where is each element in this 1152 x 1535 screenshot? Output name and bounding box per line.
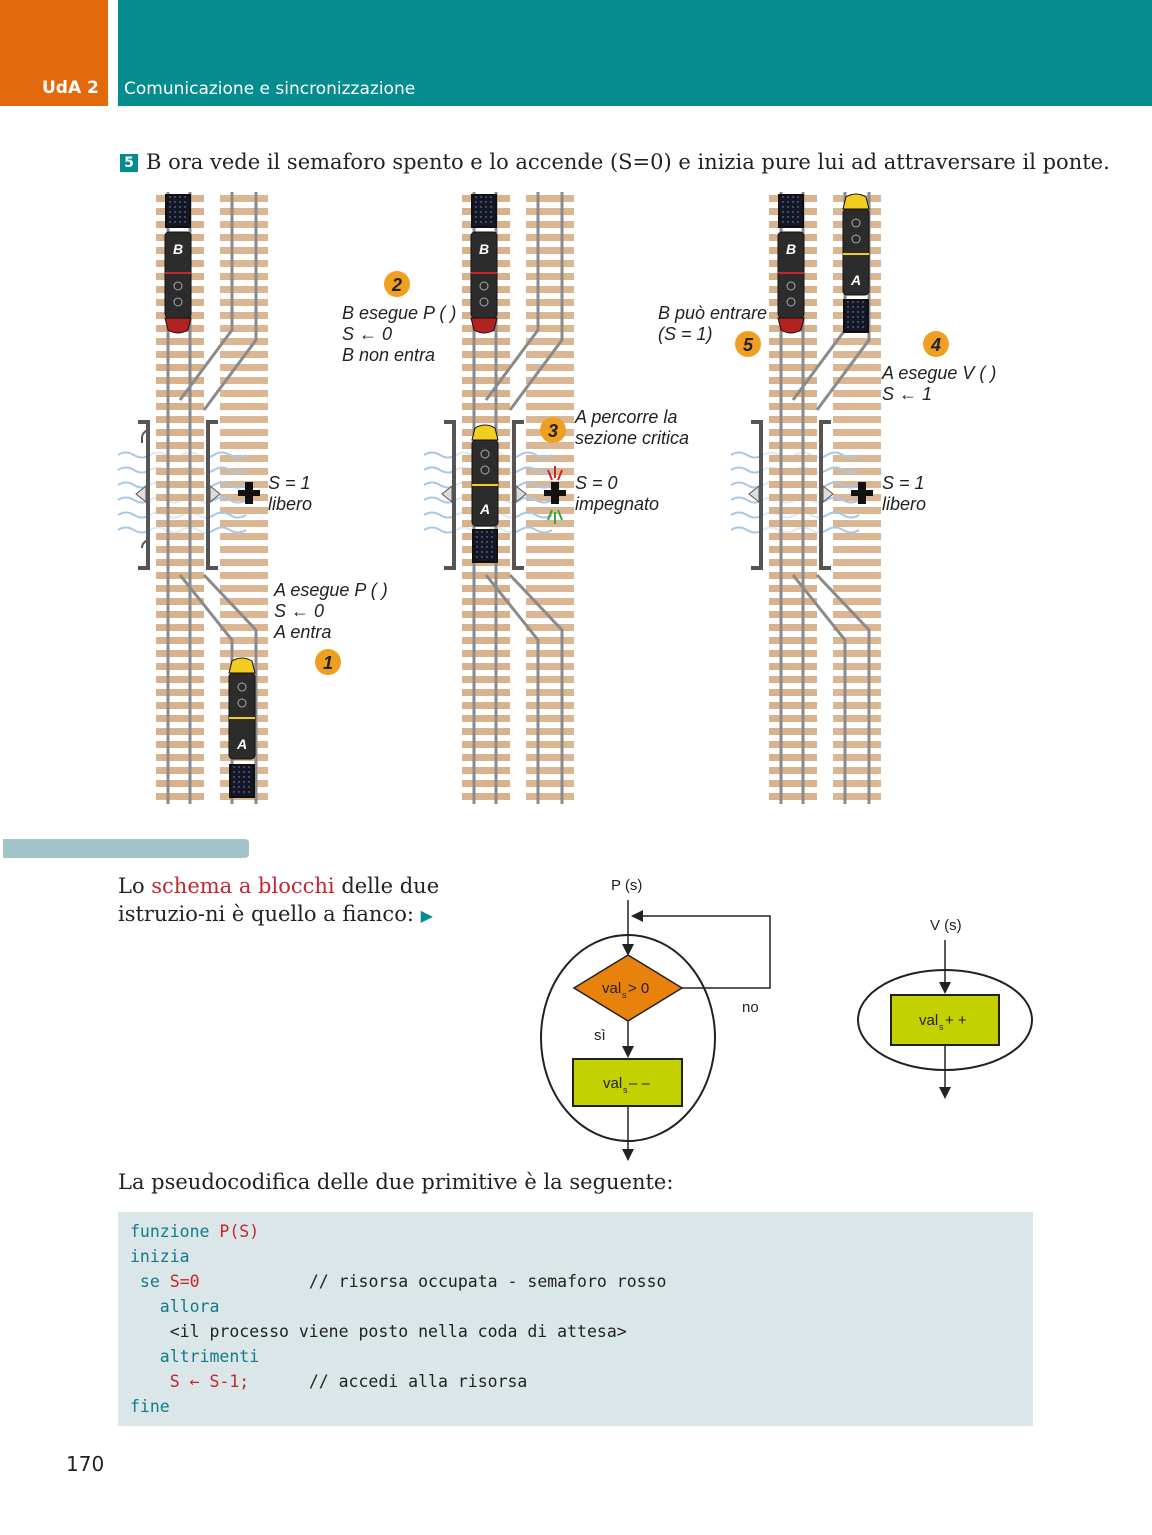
header-unit-block (0, 0, 108, 106)
panel-3-a-note-2: S ← 1 (882, 384, 932, 404)
para-text-end: delle due istruzio-ni è quello a fianco: (118, 874, 440, 926)
step-number-badge: 5 (120, 154, 138, 172)
code-line-6: altrimenti (130, 1347, 260, 1366)
train-a-label: A (236, 736, 247, 752)
badge-3: 3 (548, 421, 558, 441)
panel-1-note-1: A esegue P ( ) (273, 580, 388, 600)
action-main: val (603, 1075, 622, 1092)
semaphore-2-value: S = 0 (575, 473, 618, 493)
semaphore-1-value: S = 1 (268, 473, 311, 493)
chapter-title: Comunicazione e sincronizzazione (124, 79, 416, 99)
v-action-main: val (919, 1012, 938, 1029)
badge-4: 4 (930, 335, 941, 355)
code-line-3: se S=0 // risorsa occupata - semaforo ro… (130, 1272, 667, 1291)
train-a-label-2: A (479, 501, 490, 517)
semaphore-2 (544, 466, 566, 524)
panel-2-critical-2: sezione critica (575, 428, 689, 448)
panel-1-note-2: S ← 0 (274, 601, 324, 621)
panel-1-note-3: A entra (273, 622, 331, 642)
action-rest: – – (629, 1075, 651, 1092)
railway-semaphore-figure: B A S = 1 libero A esegue P ( ) S ← 0 A … (117, 192, 996, 804)
code-line-5: <il processo viene posto nella coda di a… (130, 1322, 627, 1341)
panel-3-b-note-2: (S = 1) (658, 324, 713, 344)
unit-label: UdA 2 (42, 78, 99, 98)
panel-3: B A B può entrare (S = 1) 5 4 A esegue V… (658, 192, 996, 804)
condition-main: val (602, 980, 621, 997)
flowchart-p: P (s) val s > 0 no sì val s – – (540, 877, 771, 1161)
panel-2-note-1: B esegue P ( ) (342, 303, 456, 323)
block-diagram-paragraph: Lo schema a blocchi delle due istruzio-n… (118, 872, 518, 930)
v-action-sub: s (939, 1022, 944, 1032)
train-b-label-2: B (479, 241, 489, 257)
semaphore-2-state: impegnato (575, 494, 659, 514)
semaphore-3-value: S = 1 (882, 473, 925, 493)
v-action-rest: + + (945, 1012, 967, 1029)
semaphore-1-state: libero (268, 494, 312, 514)
header-title-band (118, 0, 1152, 106)
branch-no: no (742, 999, 759, 1016)
code-line-1: funzione P(S) (130, 1222, 260, 1241)
step-caption: 5 B ora vede il semaforo spento e lo acce… (120, 150, 1110, 174)
badge-5: 5 (743, 335, 754, 355)
train-a-label-3: A (850, 272, 861, 288)
condition-sub: s (622, 990, 627, 1000)
panel-3-b-note-1: B può entrare (658, 303, 767, 323)
flowchart-v: V (s) val s + + (857, 917, 1033, 1099)
flowchart-p-title: P (s) (611, 877, 642, 894)
code-line-2: inizia (130, 1247, 190, 1266)
code-line-4: allora (130, 1297, 220, 1316)
pseudocode-intro: La pseudocodifica delle due primitive è … (118, 1170, 674, 1194)
code-line-7: S ← S-1; // accedi alla risorsa (130, 1372, 528, 1391)
semaphore-3-state: libero (882, 494, 926, 514)
panel-2-note-3: B non entra (342, 345, 435, 365)
semaphore-1 (238, 482, 260, 504)
badge-1: 1 (323, 653, 333, 673)
step-text: B ora vede il semaforo spento e lo accen… (146, 150, 1110, 174)
flowchart-v-title: V (s) (930, 917, 962, 934)
para-text-start: Lo (118, 874, 152, 898)
flowcharts: P (s) val s > 0 no sì val s – – V (s) va… (540, 877, 1033, 1161)
condition-rest: > 0 (628, 980, 649, 997)
semaphore-3 (851, 482, 873, 504)
arrow-right-icon: ▶ (420, 906, 433, 925)
branch-yes: sì (594, 1027, 606, 1044)
highlight-term: schema a blocchi (151, 874, 335, 898)
panel-3-a-note-1: A esegue V ( ) (881, 363, 996, 383)
page-number: 170 (66, 1452, 105, 1476)
section-divider (3, 839, 249, 858)
pseudocode-block: funzione P(S) inizia se S=0 // risorsa o… (118, 1212, 1033, 1426)
action-sub: s (623, 1085, 628, 1095)
panel-2-critical-1: A percorre la (574, 407, 677, 427)
code-line-8: fine (130, 1397, 170, 1416)
badge-2: 2 (391, 275, 402, 295)
train-b-label: B (173, 241, 183, 257)
panel-2-note-2: S ← 0 (342, 324, 392, 344)
train-b-label-3: B (786, 241, 796, 257)
panel-2: B A 2 B esegue P ( ) S ← 0 B non entra 3… (342, 192, 689, 804)
panel-1: B A S = 1 libero A esegue P ( ) S ← 0 A … (117, 192, 388, 804)
